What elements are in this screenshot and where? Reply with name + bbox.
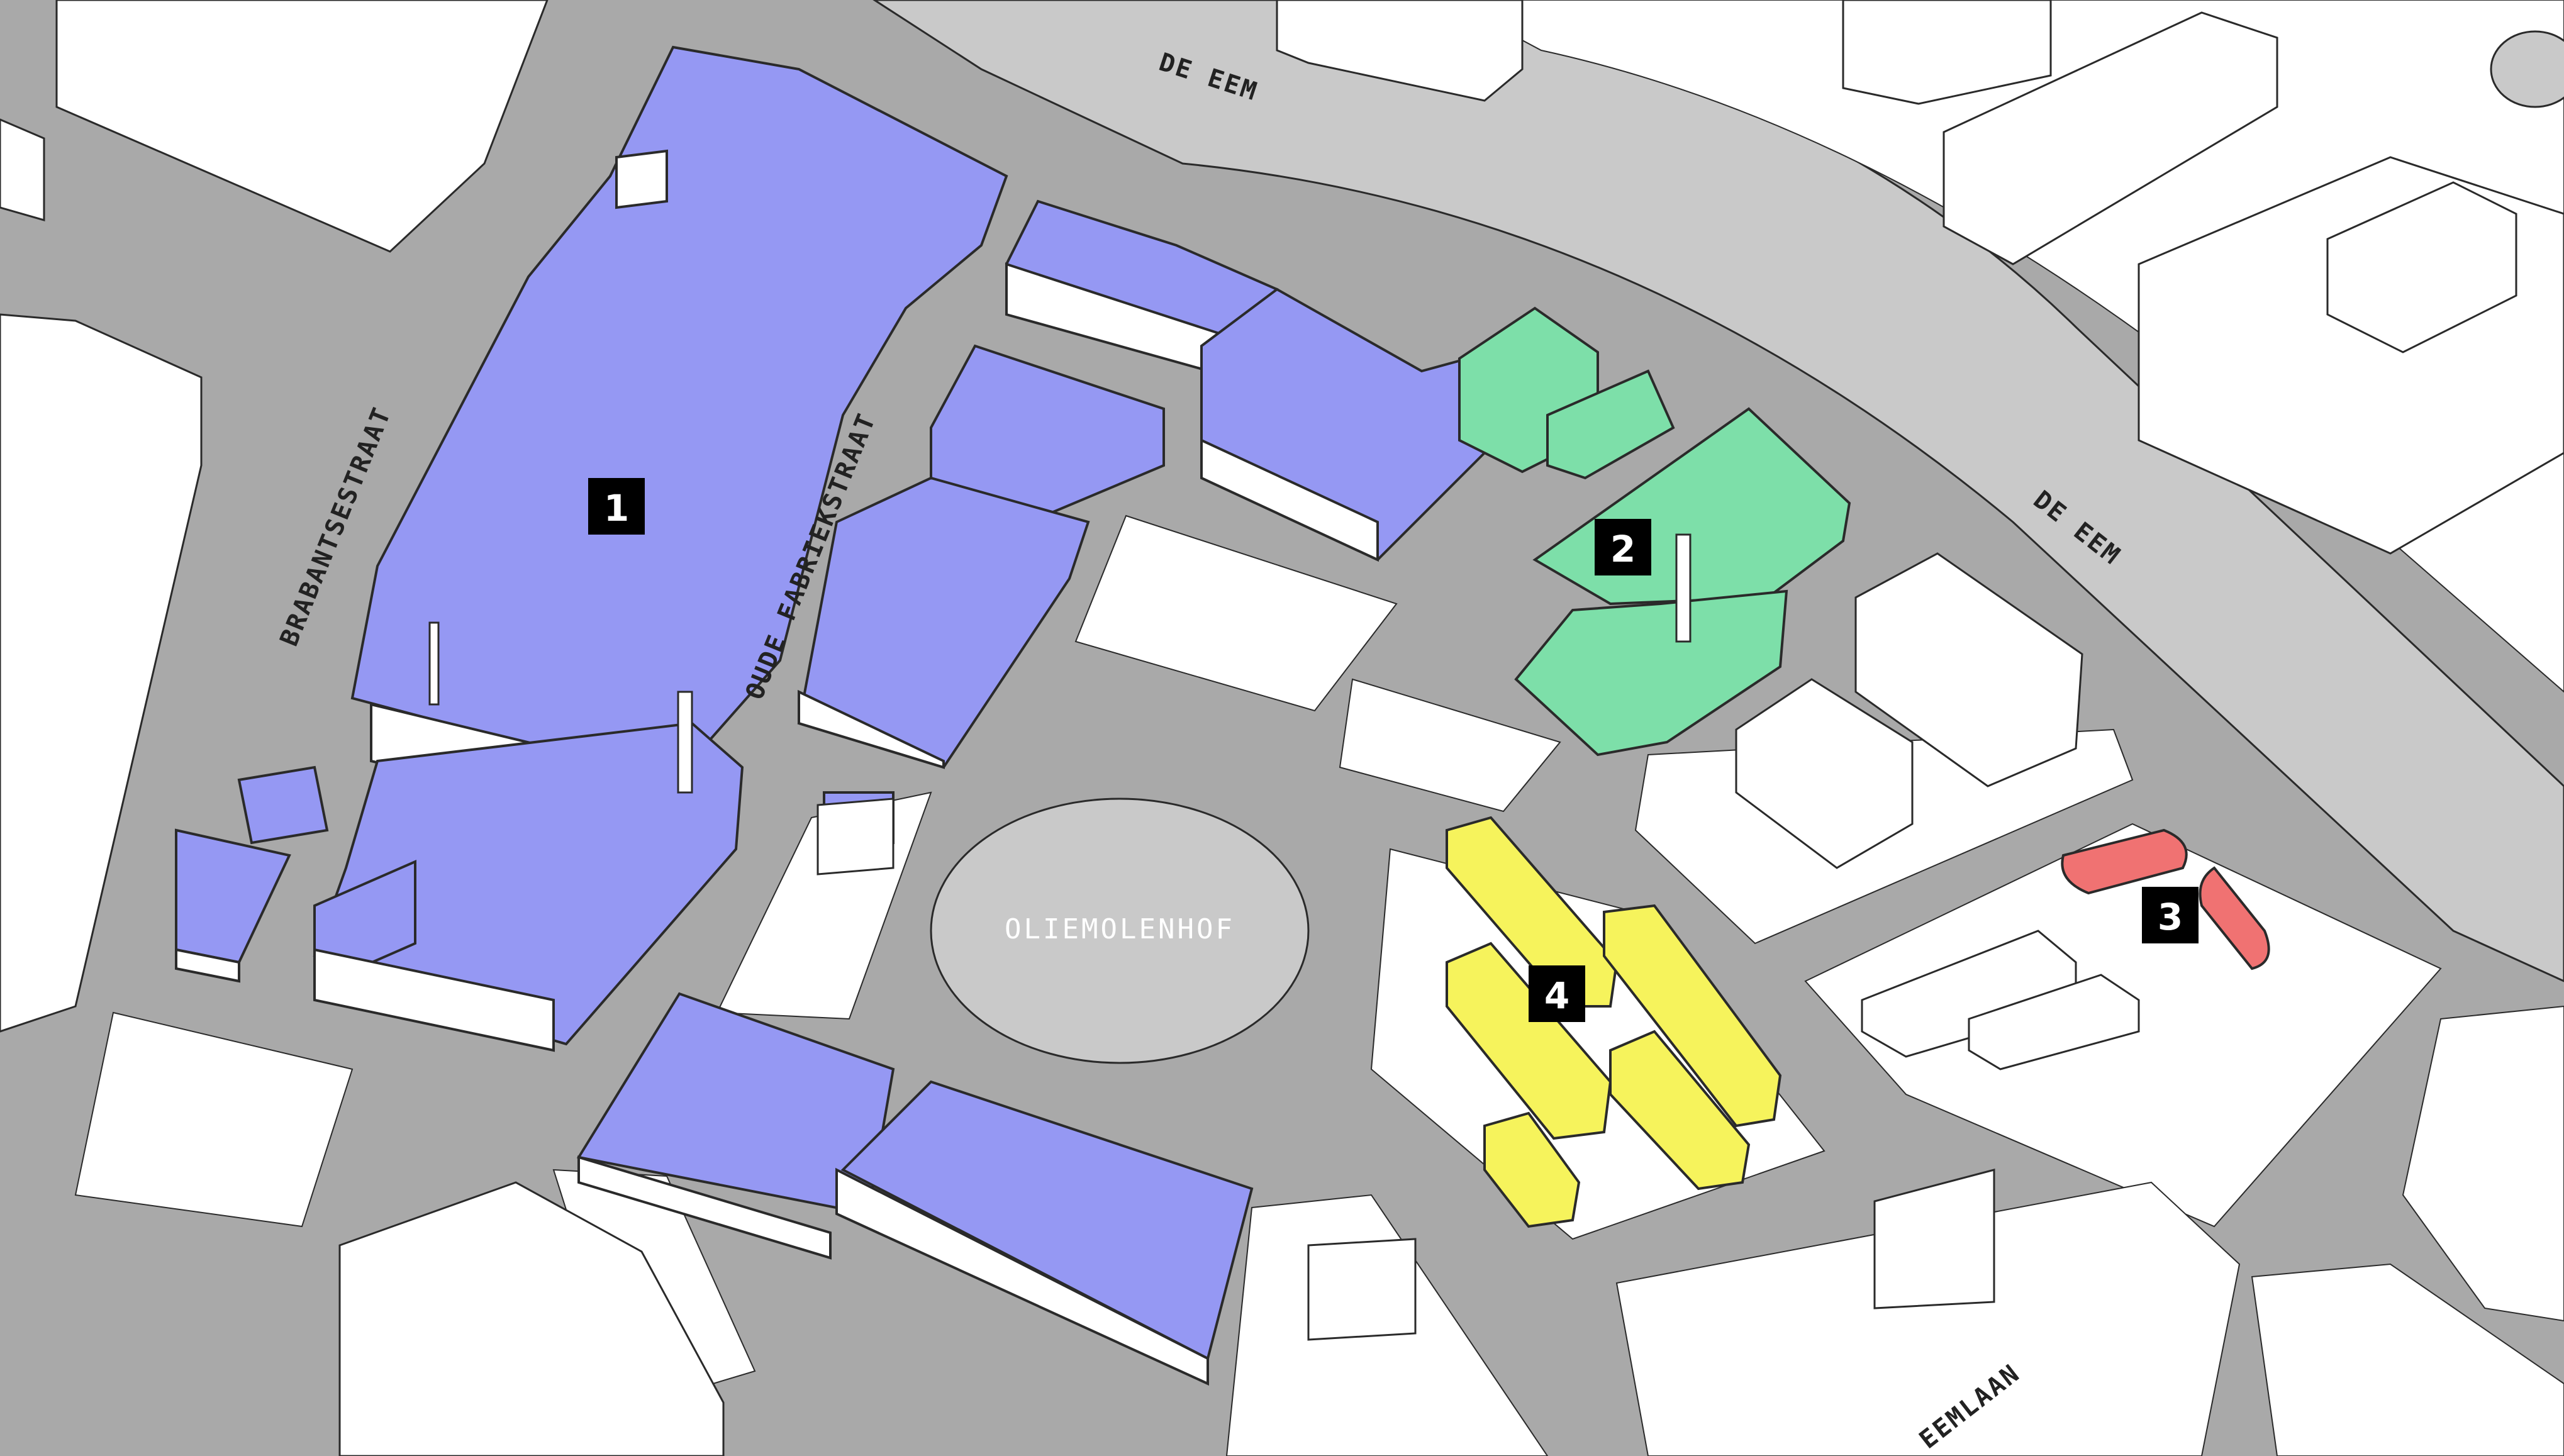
marker-2[interactable]: 2 xyxy=(1595,519,1651,575)
box-stacks xyxy=(1735,552,2083,869)
marker-1-label: 1 xyxy=(604,487,629,530)
marker-3[interactable]: 3 xyxy=(2142,887,2199,943)
buildings-left xyxy=(0,0,549,1033)
marker-1[interactable]: 1 xyxy=(588,478,645,535)
marker-4[interactable]: 4 xyxy=(1529,965,1585,1022)
hangars xyxy=(1861,930,2140,1070)
buildings-top-right xyxy=(1276,0,2564,555)
marker-3-label: 3 xyxy=(2158,896,2183,938)
oliemolenhof-circle xyxy=(930,797,1310,1064)
marker-4-label: 4 xyxy=(1544,974,1569,1017)
zone-red-buildings xyxy=(2061,828,2270,970)
chimney-green xyxy=(1675,533,1692,643)
misc-buildings xyxy=(338,797,1995,1456)
place-label-oliemolenhof: OLIEMOLENHOF xyxy=(1005,913,1235,945)
zone-blue-buildings xyxy=(175,45,1493,1386)
chimneys-blue xyxy=(428,621,693,794)
marker-2-label: 2 xyxy=(1610,528,1636,570)
zone-yellow-buildings xyxy=(1446,816,1782,1228)
